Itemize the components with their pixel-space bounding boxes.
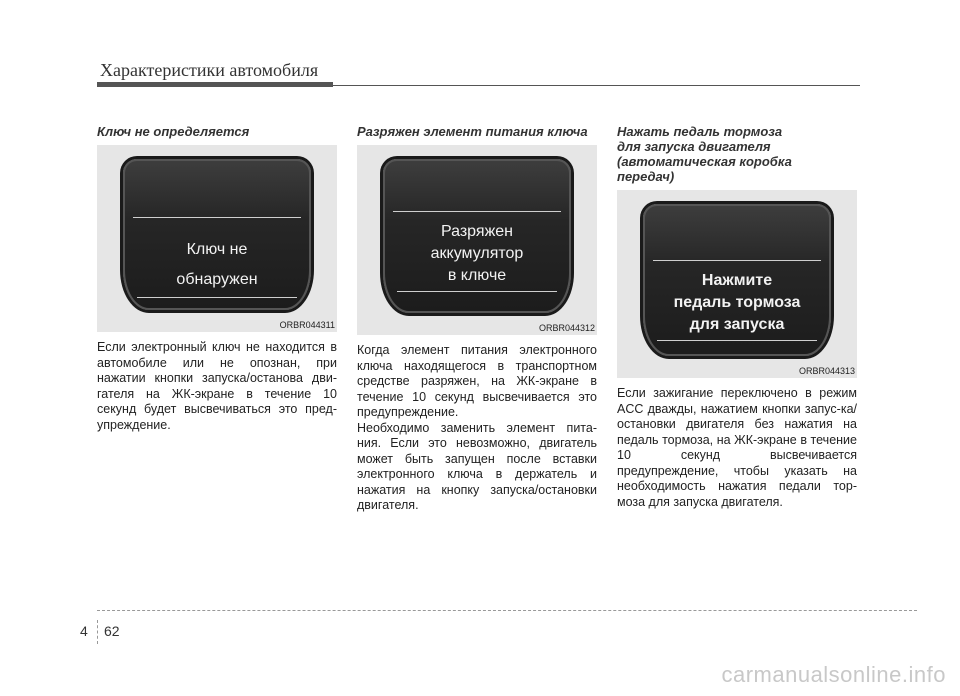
screen-divider-top — [653, 260, 821, 261]
lcd-screen: Разряжен аккумулятор в ключе — [383, 159, 571, 313]
screen-divider-top — [393, 211, 561, 212]
screen-divider-bottom — [397, 291, 557, 292]
header-rule-thick — [97, 82, 333, 87]
lcd-message: Нажмите педаль тормоза для запуска — [673, 272, 801, 333]
section-title: Нажать педаль тормоза для запуска двигат… — [617, 124, 792, 184]
figure-code: ORBR044311 — [279, 320, 335, 330]
lcd-message: Ключ не обнаружен — [176, 241, 258, 288]
section-body: Если электронный ключ не находится в авт… — [97, 340, 337, 433]
screen-divider-top — [133, 217, 301, 218]
watermark: carmanualsonline.info — [721, 662, 946, 687]
lcd-figure: Ключ не обнаружен ORBR044311 — [97, 145, 337, 332]
lcd-figure: Разряжен аккумулятор в ключе ORBR044312 — [357, 145, 597, 335]
body-paragraph: Если электронный ключ не находится в авт… — [97, 340, 337, 432]
figure-code: ORBR044313 — [798, 366, 855, 376]
page-header-title: Характеристики автомобиля — [100, 60, 319, 80]
lcd-screen: Ключ не обнаружен — [123, 159, 311, 310]
body-paragraph: Необходимо заменить элемент пита-ния. Ес… — [357, 420, 597, 513]
figure-code: ORBR044312 — [538, 323, 595, 333]
footer-rule — [97, 610, 917, 611]
screen-divider-bottom — [137, 297, 297, 298]
section-key-not-detected: Ключ не определяется Ключ не обнаружен O… — [97, 124, 337, 433]
page-number-separator — [97, 620, 98, 644]
section-title: Ключ не определяется — [97, 124, 250, 139]
lcd-screen: Нажмите педаль тормоза для запуска — [643, 204, 831, 356]
page-number: 62 — [104, 623, 120, 639]
section-body: Если зажигание переключено в режим ACC д… — [617, 386, 857, 510]
lcd-message: Разряжен аккумулятор в ключе — [430, 223, 524, 284]
section-key-battery-low: Разряжен элемент питания ключа Разряжен … — [357, 124, 597, 514]
chapter-number: 4 — [80, 623, 88, 639]
body-paragraph: Когда элемент питания электронного ключа… — [357, 343, 597, 419]
section-body: Когда элемент питания электронного ключа… — [357, 343, 597, 514]
section-title: Разряжен элемент питания ключа — [357, 124, 588, 139]
body-paragraph: Если зажигание переключено в режим ACC д… — [617, 386, 857, 509]
section-press-brake: Нажать педаль тормоза для запуска двигат… — [617, 124, 857, 510]
header-rule-thin — [333, 85, 860, 86]
lcd-figure: Нажмите педаль тормоза для запуска ORBR0… — [617, 190, 857, 378]
screen-divider-bottom — [657, 340, 817, 341]
